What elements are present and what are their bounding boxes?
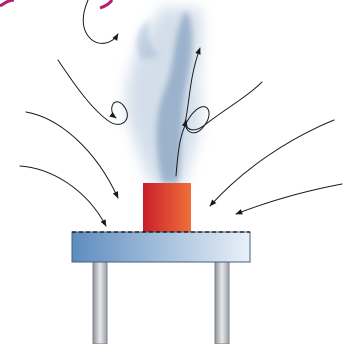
smoke-plume bbox=[126, 8, 202, 184]
table-leg-left bbox=[93, 262, 107, 344]
flow-arrow-left-swirl bbox=[58, 60, 127, 124]
flow-arrow-right-lower bbox=[236, 184, 342, 214]
table-leg-right bbox=[215, 262, 229, 344]
flow-arrow-right-upper bbox=[210, 120, 334, 206]
heated-block bbox=[143, 183, 191, 232]
corner-decoration bbox=[100, 0, 112, 8]
tabletop bbox=[72, 232, 250, 262]
flow-arrow-left-upper bbox=[26, 112, 118, 198]
corner-decoration bbox=[0, 0, 14, 6]
flow-arrow-left-lower bbox=[20, 166, 106, 226]
